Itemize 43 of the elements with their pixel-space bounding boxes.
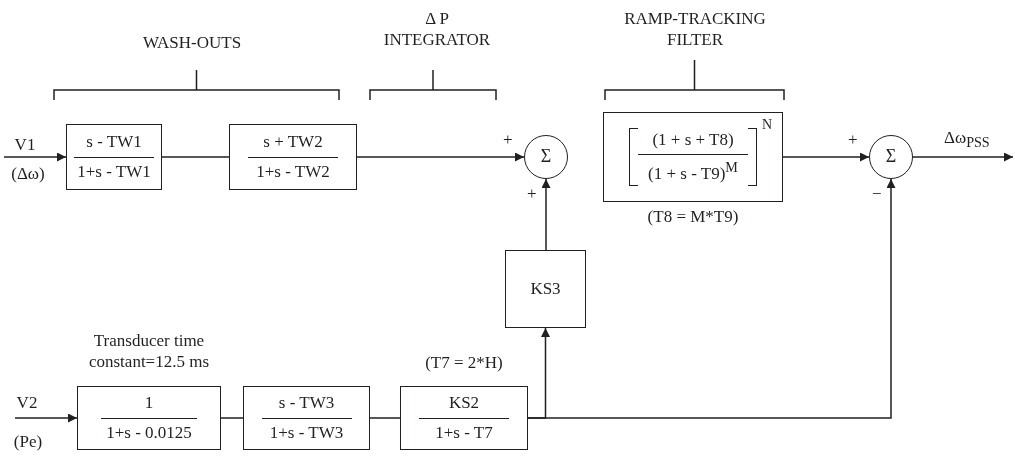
signal-arrow	[356, 152, 525, 162]
transfer-function-block	[505, 250, 586, 328]
numerator: s - TW1	[85, 132, 143, 153]
signal-label: (Pe)	[12, 431, 44, 453]
transfer-function-block	[66, 124, 162, 190]
numerator: s - TW3	[277, 393, 336, 414]
numerator: KS2	[447, 393, 481, 414]
signal-label: V2	[15, 392, 39, 414]
denominator: 1+s - TW1	[76, 161, 152, 182]
parameter-note: (T7 = 2*H)	[424, 352, 504, 374]
denominator: 1+s - TW3	[268, 422, 345, 443]
transfer-function-block	[77, 386, 221, 450]
denominator: 1+s - 0.0125	[105, 422, 193, 443]
transfer-function-block	[243, 386, 370, 450]
signal-label: V1	[13, 134, 37, 156]
signal-label: (Δω)	[10, 163, 46, 185]
summing-junction	[524, 135, 568, 179]
summing-junction	[869, 135, 913, 179]
parameter-note: (T8 = M*T9)	[646, 206, 740, 228]
gain-label: KS3	[529, 278, 562, 300]
numerator: (1 + s + T8)	[651, 129, 735, 151]
denominator: 1+s - TW2	[255, 161, 331, 182]
exponent: N	[761, 117, 772, 133]
signal-arrow	[527, 178, 896, 419]
numerator: s + TW2	[262, 132, 324, 153]
denominator: (1 + s - T9)$^{M}$	[647, 159, 739, 185]
section-heading: RAMP-TRACKING FILTER	[623, 8, 767, 51]
output-signal-label: Δω$_{PSS}$	[943, 129, 991, 150]
denominator: 1+s - T7	[434, 422, 494, 443]
transfer-function-block	[400, 386, 528, 450]
signal-arrow	[541, 178, 551, 251]
section-heading: WASH-OUTS	[141, 32, 243, 54]
section-heading: Δ P INTEGRATOR	[382, 8, 492, 51]
signal-arrow	[912, 152, 1014, 162]
transfer-function-block	[229, 124, 357, 190]
signal-arrow	[14, 413, 78, 423]
sigma-symbol: Σ	[884, 146, 898, 168]
signal-arrow	[782, 152, 870, 162]
numerator: 1	[143, 393, 155, 414]
sigma-symbol: Σ	[539, 146, 553, 168]
signal-arrow	[3, 152, 67, 162]
parameter-note: Transducer time constant=12.5 ms	[87, 330, 211, 373]
transfer-function-block	[603, 112, 783, 202]
